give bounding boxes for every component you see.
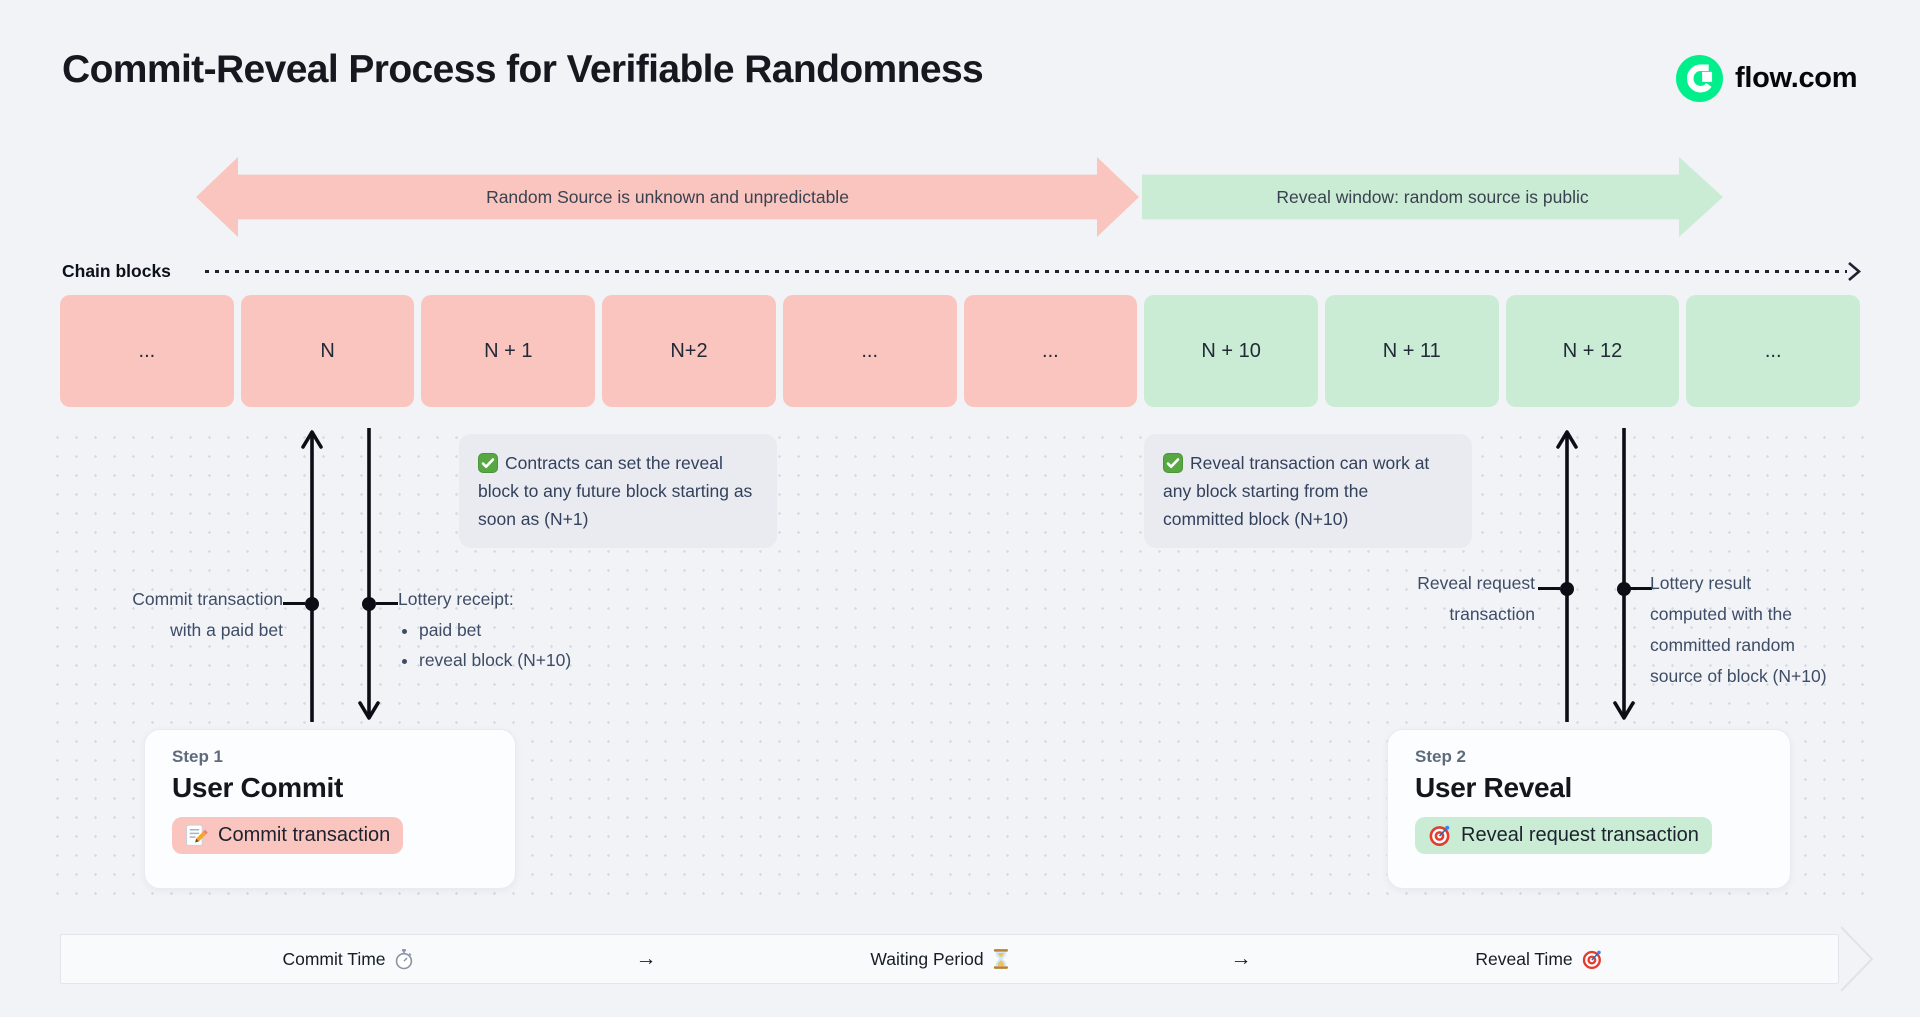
receipt-down-arrow xyxy=(358,428,380,720)
chain-block: ... xyxy=(963,295,1138,407)
result-down-arrow xyxy=(1613,428,1635,720)
timeline-bar: Commit Time → Waiting Period → xyxy=(60,934,1839,984)
annotation-line: with a paid bet xyxy=(170,620,283,640)
connector-dot xyxy=(362,597,376,611)
brand-name: flow.com xyxy=(1735,62,1858,94)
phase-arrow-unknown-label: Random Source is unknown and unpredictab… xyxy=(486,186,849,207)
reveal-request-badge: Reveal request transaction xyxy=(1415,817,1712,854)
check-icon xyxy=(1163,453,1183,473)
target-icon xyxy=(1429,825,1450,846)
chain-line-arrowhead-icon xyxy=(1848,262,1862,281)
check-icon xyxy=(478,453,498,473)
phase-arrow-reveal: Reveal window: random source is public xyxy=(1142,157,1723,237)
annotation-bullet-text: reveal block (N+10) xyxy=(419,650,572,670)
annotation-line: transaction xyxy=(1449,604,1535,624)
stopwatch-icon xyxy=(395,949,413,970)
timeline-label: Waiting Period xyxy=(870,948,984,969)
chain-block: N + 11 xyxy=(1324,295,1499,407)
annotation-bullet: paid bet xyxy=(419,615,571,645)
timeline-commit-time: Commit Time xyxy=(282,935,413,983)
target-icon xyxy=(1583,950,1602,969)
chain-block: N+2 xyxy=(602,295,776,407)
badge-label: Commit transaction xyxy=(218,824,391,846)
note-reveal-text: Reveal transaction can work at any block… xyxy=(1163,453,1430,529)
annotation-reveal-tx: Reveal request transaction xyxy=(1417,568,1535,630)
chain-blocks-row: ... N N + 1 N+2 ... ... N + 10 N + 11 N … xyxy=(60,295,1861,407)
step-eyebrow: Step 2 xyxy=(1415,747,1467,766)
flow-logo-icon xyxy=(1676,55,1723,102)
commit-up-arrow xyxy=(301,430,323,722)
annotation-line: source of block (N+10) xyxy=(1650,666,1827,686)
step-card-user-commit: Step 1 User Commit Commit transaction xyxy=(144,729,516,889)
annotation-line: Lottery result xyxy=(1650,573,1752,593)
annotation-bullet-text: paid bet xyxy=(419,620,482,640)
step-card-user-reveal: Step 2 User Reveal Reveal request transa… xyxy=(1387,729,1791,889)
timeline-waiting-period: Waiting Period xyxy=(870,935,1009,983)
arrow-glyph: → xyxy=(1230,947,1252,970)
annotation-lottery-receipt: Lottery receipt: paid bet reveal block (… xyxy=(398,584,571,675)
step-eyebrow: Step 1 xyxy=(172,747,224,766)
chain-block: ... xyxy=(782,295,957,407)
phase-arrow-unknown: Random Source is unknown and unpredictab… xyxy=(196,157,1139,237)
reveal-up-arrow xyxy=(1556,430,1578,722)
memo-icon xyxy=(186,824,208,846)
step-title: User Commit xyxy=(172,772,343,803)
chain-block: N + 12 xyxy=(1505,295,1680,407)
brand: flow.com xyxy=(1676,55,1858,102)
connector-dot xyxy=(305,597,319,611)
chain-block: N xyxy=(240,295,415,407)
note-commit: Contracts can set the reveal block to an… xyxy=(459,434,777,548)
annotation-line: Commit transaction xyxy=(132,589,283,609)
chain-block: ... xyxy=(60,295,234,407)
annotation-line: Reveal request xyxy=(1417,573,1535,593)
annotation-line: Lottery receipt: xyxy=(398,589,514,609)
commit-transaction-badge: Commit transaction xyxy=(172,817,404,854)
page-title: Commit-Reveal Process for Verifiable Ran… xyxy=(62,48,984,91)
connector-line xyxy=(376,602,398,605)
connector-line xyxy=(283,602,305,605)
annotation-bullet-list: paid bet reveal block (N+10) xyxy=(398,615,571,675)
timeline-end-chevron xyxy=(1840,926,1874,992)
step-title: User Reveal xyxy=(1415,772,1573,803)
connector-line xyxy=(1538,587,1560,590)
chain-dotted-line xyxy=(205,270,1847,273)
note-reveal: Reveal transaction can work at any block… xyxy=(1144,434,1472,548)
annotation-line: computed with the xyxy=(1650,604,1793,624)
timeline-label: Reveal Time xyxy=(1475,948,1573,969)
chain-block: N + 10 xyxy=(1144,295,1318,407)
timeline-label: Commit Time xyxy=(282,948,386,969)
annotation-bullet: reveal block (N+10) xyxy=(419,645,571,675)
chain-block: N + 1 xyxy=(421,295,596,407)
hourglass-icon xyxy=(993,949,1009,969)
arrow-glyph: → xyxy=(635,947,657,970)
timeline-arrow: → xyxy=(1231,935,1252,983)
connector-dot xyxy=(1617,582,1631,596)
annotation-line: committed random xyxy=(1650,635,1795,655)
connector-dot xyxy=(1560,582,1574,596)
connector-line xyxy=(1630,587,1652,590)
timeline-reveal-time: Reveal Time xyxy=(1475,935,1602,983)
badge-label: Reveal request transaction xyxy=(1461,824,1699,846)
chain-block: ... xyxy=(1686,295,1861,407)
note-commit-text: Contracts can set the reveal block to an… xyxy=(478,453,753,529)
timeline-arrow: → xyxy=(636,935,657,983)
chain-blocks-label: Chain blocks xyxy=(62,261,171,281)
phase-arrow-reveal-label: Reveal window: random source is public xyxy=(1276,186,1589,207)
annotation-commit-tx: Commit transaction with a paid bet xyxy=(132,584,283,646)
annotation-lottery-result: Lottery result computed with the committ… xyxy=(1650,568,1827,692)
